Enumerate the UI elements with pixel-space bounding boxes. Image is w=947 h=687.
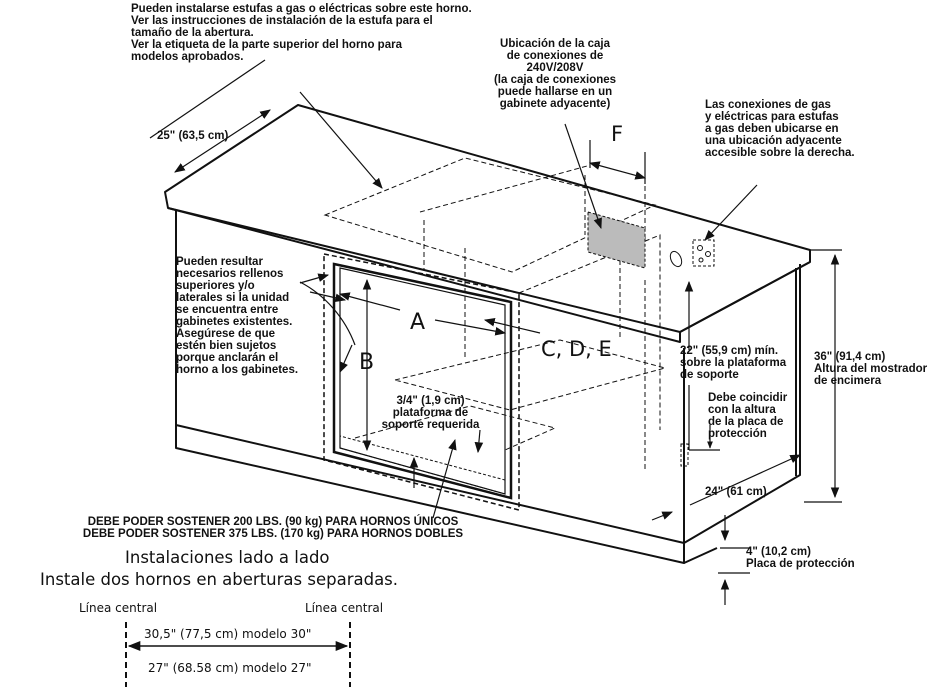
dimension-lines bbox=[149, 59, 842, 605]
centerline-right-label: Línea central bbox=[305, 601, 384, 615]
junction-box bbox=[587, 211, 646, 269]
note-weight-capacity: DEBE PODER SOSTENER 200 LBS. (90 kg) PAR… bbox=[82, 516, 464, 540]
note-fillers: Pueden resultar necesarios rellenos supe… bbox=[176, 256, 299, 376]
side-by-side-title: Instalaciones lado a lado bbox=[125, 548, 330, 567]
side-by-side-subtitle: Instale dos hornos en aberturas separada… bbox=[40, 570, 399, 589]
note-toekick: 4" (10,2 cm) Placa de protección bbox=[746, 546, 855, 570]
cabinet-base bbox=[175, 211, 801, 564]
gas-connections bbox=[669, 239, 715, 268]
note-gas-connections: Las conexiones de gas y eléctricas para … bbox=[705, 99, 855, 159]
note-junction-box: Ubicación de la caja de conexiones de 24… bbox=[493, 38, 617, 110]
centerline-left-label: Línea central bbox=[79, 601, 158, 615]
note-minimum-height: 22" (55,9 cm) mín. sobre la plataforma d… bbox=[680, 345, 787, 381]
note-range-installation: Pueden instalarse estufas a gas o eléctr… bbox=[131, 3, 472, 63]
label-a: A bbox=[410, 310, 426, 335]
note-support-platform: 3/4" (1,9 cm) plataforma de soporte requ… bbox=[381, 395, 480, 431]
dimension-model-27: 27" (68.58 cm) modelo 27" bbox=[148, 661, 312, 675]
label-c-d-e: C, D, E bbox=[541, 337, 612, 361]
side-by-side-dimensions bbox=[125, 622, 351, 687]
label-f: F bbox=[611, 122, 624, 146]
label-b: B bbox=[359, 350, 375, 375]
hidden-lines bbox=[323, 157, 667, 470]
dimension-cabinet-depth: 24" (61 cm) bbox=[705, 486, 767, 498]
dimension-counter-depth: 25" (63,5 cm) bbox=[157, 130, 229, 142]
note-match-toekick: Debe coincidir con la altura de la placa… bbox=[708, 392, 788, 440]
toekick-fitting bbox=[680, 443, 689, 467]
note-counter-height: 36" (91,4 cm) Altura del mostrador de en… bbox=[814, 351, 928, 387]
leader-lines bbox=[299, 91, 758, 454]
dimension-model-30: 30,5" (77,5 cm) modelo 30" bbox=[144, 627, 312, 641]
oven-opening bbox=[323, 253, 520, 511]
